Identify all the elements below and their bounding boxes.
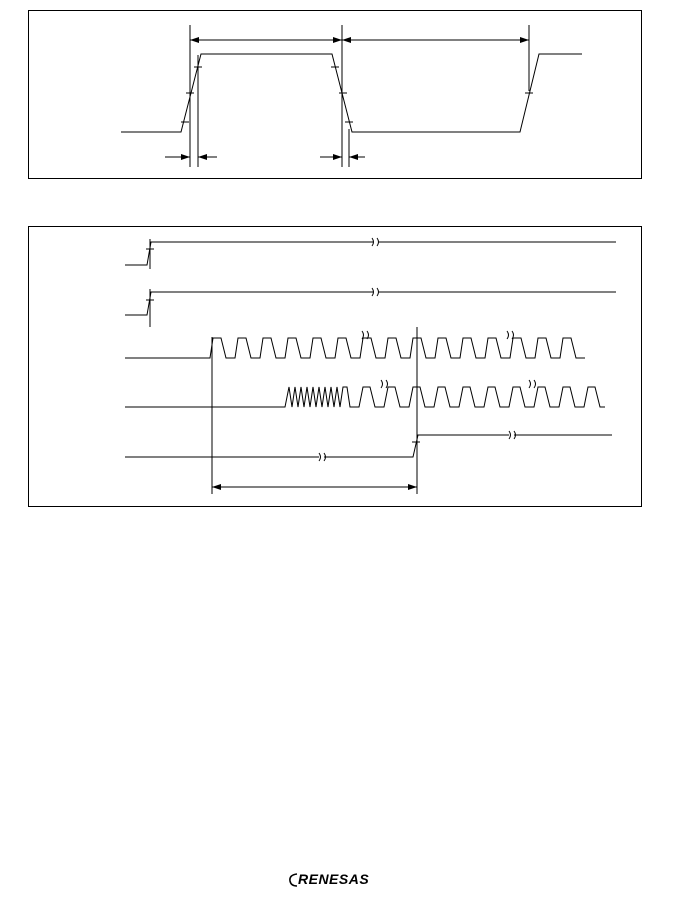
timing-diagram-top	[28, 10, 642, 179]
oscillator-clock-waveform	[125, 337, 585, 359]
break-mark	[361, 330, 369, 340]
oscillation-settling-diagram	[125, 237, 616, 494]
logo-swoosh-icon	[289, 873, 298, 887]
timing-diagram-bottom	[28, 226, 642, 507]
clock-waveform-diagram	[121, 25, 582, 167]
renesas-logo: RENESAS	[288, 868, 388, 892]
logo-text: RENESAS	[298, 871, 370, 887]
break-mark	[528, 379, 536, 389]
signal-2-waveform	[125, 291, 373, 316]
break-mark	[506, 330, 514, 340]
internal-clock-waveform	[125, 386, 605, 408]
break-mark	[380, 379, 388, 389]
signal-1-waveform	[125, 241, 373, 266]
